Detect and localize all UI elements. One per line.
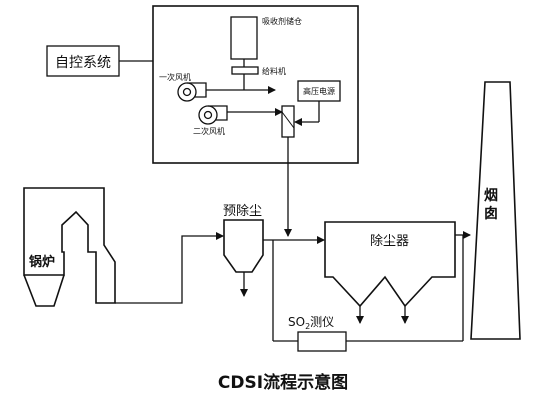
boiler-body (23, 187, 116, 304)
primary-fan-housing (177, 82, 197, 102)
so2-meter-label: SO2测仪 (288, 315, 334, 331)
boiler-hopper (23, 274, 65, 307)
chimney-label-1: 烟 (484, 188, 498, 204)
primary-fan-label: 一次风机 (159, 72, 191, 82)
dosing-enclosure (152, 5, 359, 164)
so2-meter-suffix: 测仪 (310, 315, 334, 329)
secondary-fan-outlet (208, 105, 228, 121)
so2-meter-sub: 2 (305, 322, 310, 331)
hv-power-label: 高压电源 (303, 86, 335, 96)
feeder-unit (231, 66, 259, 75)
secondary-fan-label: 二次风机 (193, 126, 225, 136)
dust-collector-label: 除尘器 (370, 234, 409, 249)
ejector-detail (281, 111, 295, 129)
pre-collector-label: 预除尘 (223, 204, 262, 219)
sorbent-silo-label: 吸收剂储仓 (262, 16, 302, 26)
sorbent-silo (230, 16, 258, 60)
secondary-fan-housing (198, 105, 218, 125)
pre-collector-body (223, 219, 264, 273)
boiler-label: 锅炉 (29, 254, 55, 270)
so2-meter-box (297, 331, 347, 352)
dust-collector-body (324, 221, 456, 308)
ejector-mixer (281, 105, 295, 138)
so2-meter-prefix: SO (288, 315, 305, 329)
diagram-caption: CDSI流程示意图 (218, 372, 348, 393)
secondary-fan-hub (203, 110, 213, 120)
auto-control-label: 自控系统 (55, 55, 111, 71)
chimney-label-2: 囱 (484, 205, 498, 222)
chimney-body (470, 81, 521, 340)
primary-fan-hub (182, 87, 192, 97)
boiler-outlet-duct (115, 232, 224, 304)
feeder-label: 给料机 (262, 66, 286, 76)
